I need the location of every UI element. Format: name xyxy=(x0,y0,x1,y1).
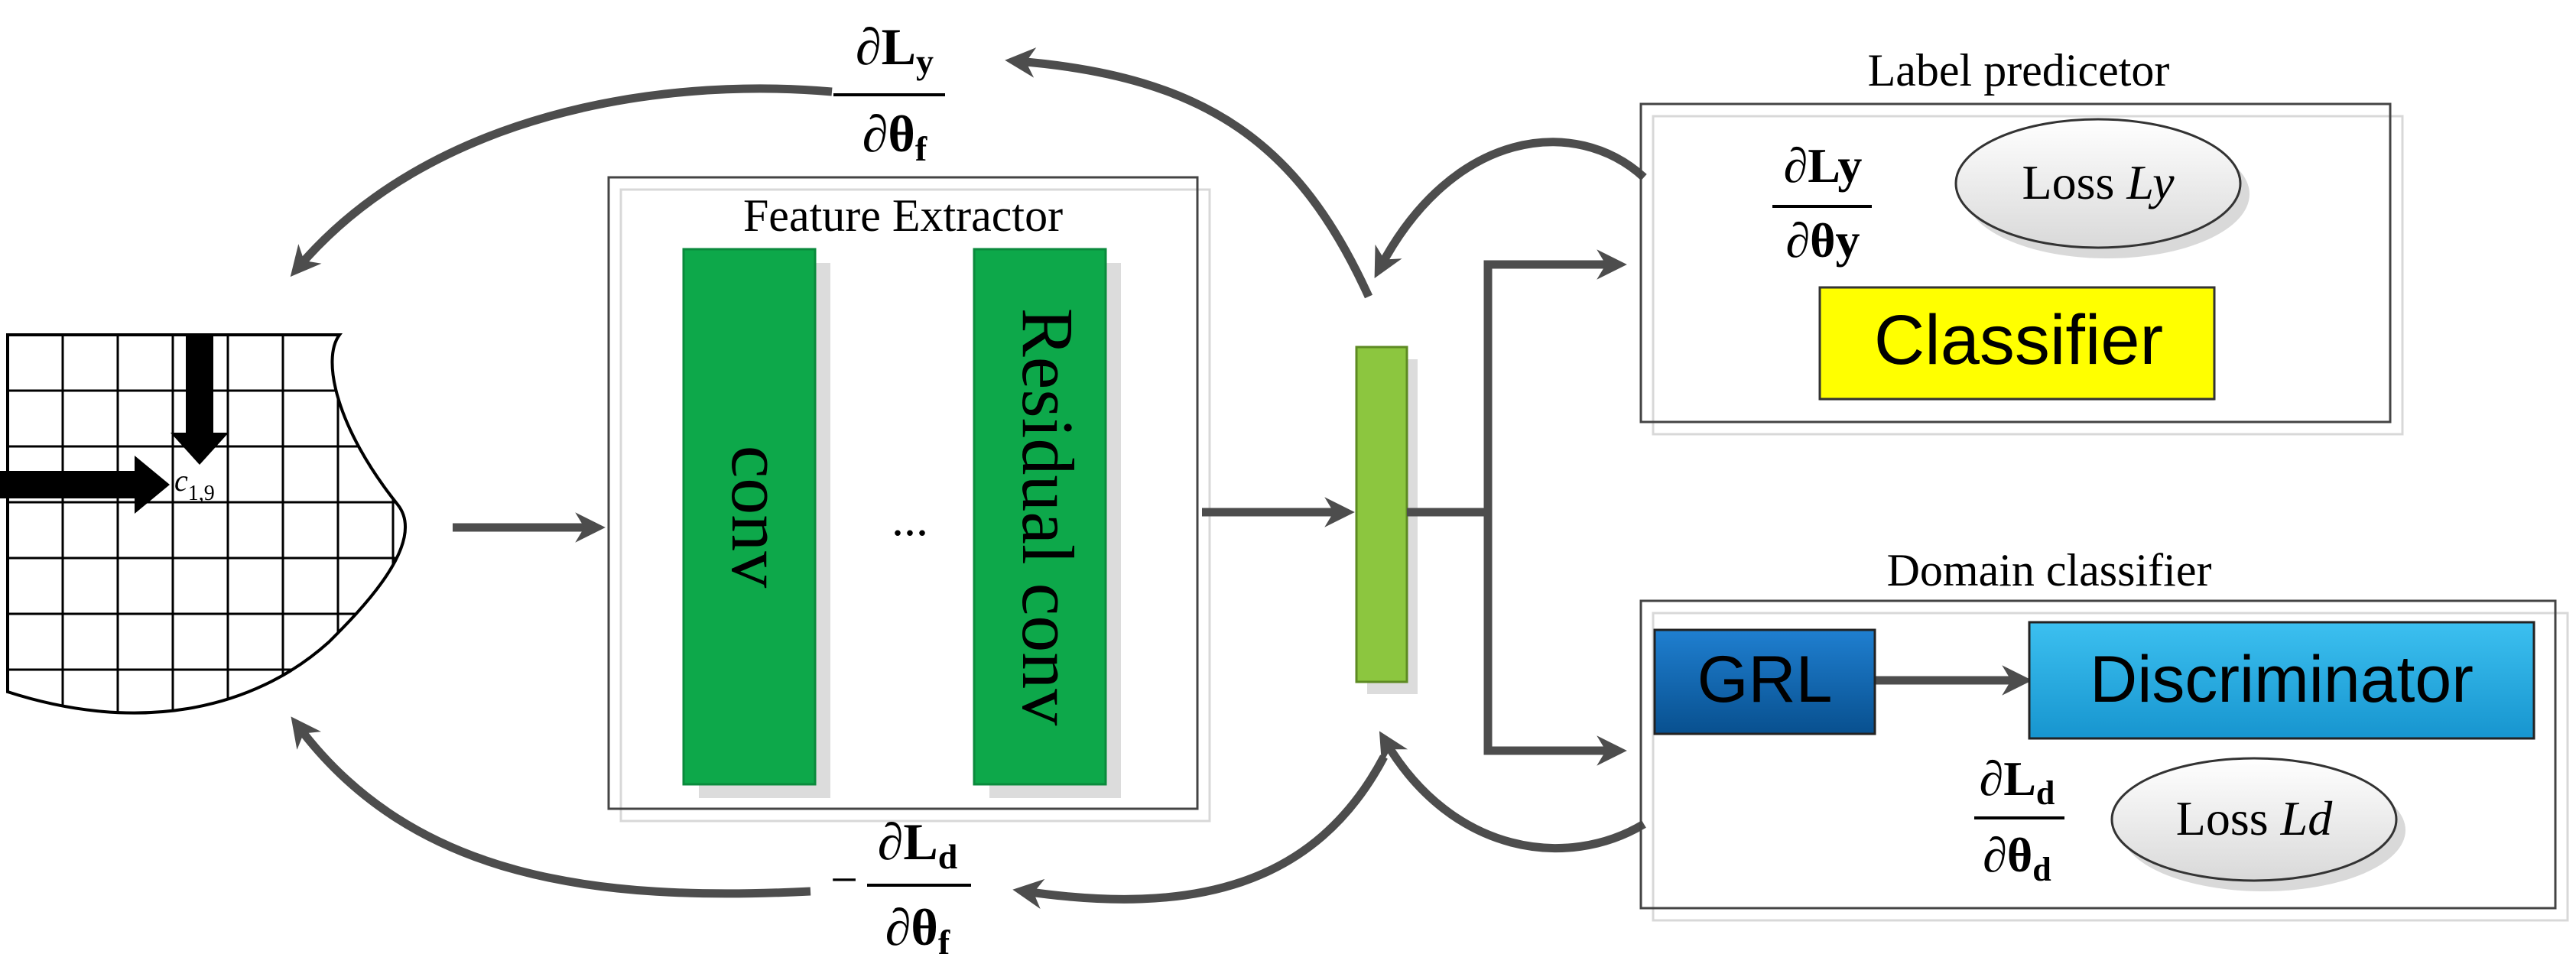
gradient-bottom-sign: − xyxy=(830,852,858,907)
label-gradient-denominator: ∂θy xyxy=(1785,213,1860,268)
conv-block xyxy=(682,248,817,786)
residual-conv-label: Residual conv xyxy=(1007,308,1089,726)
residual-conv-block xyxy=(973,248,1107,786)
gradient-arrows xyxy=(290,47,1647,910)
feature-extractor-title: Feature Extractor xyxy=(743,190,1063,241)
domain-loss-ellipse xyxy=(2110,757,2398,882)
grl-block xyxy=(1653,628,1876,735)
feature-to-label-arrow xyxy=(1407,249,1627,517)
domain-gradient: ∂Ld ∂θd xyxy=(1974,751,2064,888)
ellipsis: ... xyxy=(892,492,928,546)
right-arrow-icon xyxy=(0,456,170,514)
label-loss-ellipse xyxy=(1954,118,2242,249)
bottom-gradient-arrow-left xyxy=(291,716,811,898)
gradient-bottom-numerator: ∂Ld xyxy=(878,813,958,876)
domain-loss-gradient-arrow xyxy=(1379,731,1646,853)
cell-label: c1,9 xyxy=(174,463,215,505)
gradient-bottom-denominator: ∂θf xyxy=(885,898,950,962)
domain-gradient-numerator: ∂Ld xyxy=(1980,751,2055,812)
label-loss-text: Loss Ly xyxy=(2022,155,2175,209)
flow-arrows xyxy=(453,249,2032,766)
input-grid: c1,9 xyxy=(0,333,407,715)
feature-vector xyxy=(1355,346,1408,683)
domain-loss-text: Loss Ld xyxy=(2176,791,2334,845)
label-gradient-numerator: ∂Ly xyxy=(1784,138,1863,193)
classifier-label: Classifier xyxy=(1874,301,2163,379)
domain-classifier-box xyxy=(1639,599,2557,910)
bottom-gradient-arrow-right xyxy=(1012,754,1388,910)
classifier-block xyxy=(1818,286,2216,401)
discriminator-label: Discriminator xyxy=(2090,643,2474,716)
gradient-top-label: ∂Ly ∂θf xyxy=(833,18,945,168)
domain-classifier-title: Domain classifier xyxy=(1887,545,2212,595)
gradient-bottom-label: − ∂Ld ∂θf xyxy=(830,813,971,962)
grid-lines xyxy=(8,335,406,713)
label-predictor: Label predicetor ∂Ly ∂θy Loss Ly Classif… xyxy=(1639,45,2404,436)
top-gradient-arrow-left xyxy=(290,84,833,277)
label-gradient: ∂Ly ∂θy xyxy=(1772,138,1872,268)
discriminator-block xyxy=(2028,621,2535,740)
label-predictor-box xyxy=(1639,102,2392,423)
down-arrow-icon xyxy=(171,335,229,465)
domain-gradient-denominator: ∂θd xyxy=(1983,828,2051,888)
label-loss-gradient-arrow xyxy=(1374,138,1647,279)
gradient-top-denominator: ∂θf xyxy=(862,105,927,168)
top-gradient-arrow-right xyxy=(1005,47,1373,299)
conv-label: conv xyxy=(716,446,798,589)
grid-outline xyxy=(6,333,407,715)
feature-extractor: Feature Extractor conv ... Residual conv xyxy=(607,176,1211,823)
feature-extractor-box xyxy=(607,176,1199,810)
domain-classifier: Domain classifier GRL Discriminator ∂Ld … xyxy=(1639,545,2569,922)
feature-to-domain-arrow xyxy=(1483,512,1627,766)
grl-label: GRL xyxy=(1697,643,1833,716)
gradient-top-numerator: ∂Ly xyxy=(856,18,934,81)
label-predictor-title: Label predicetor xyxy=(1868,45,2170,96)
